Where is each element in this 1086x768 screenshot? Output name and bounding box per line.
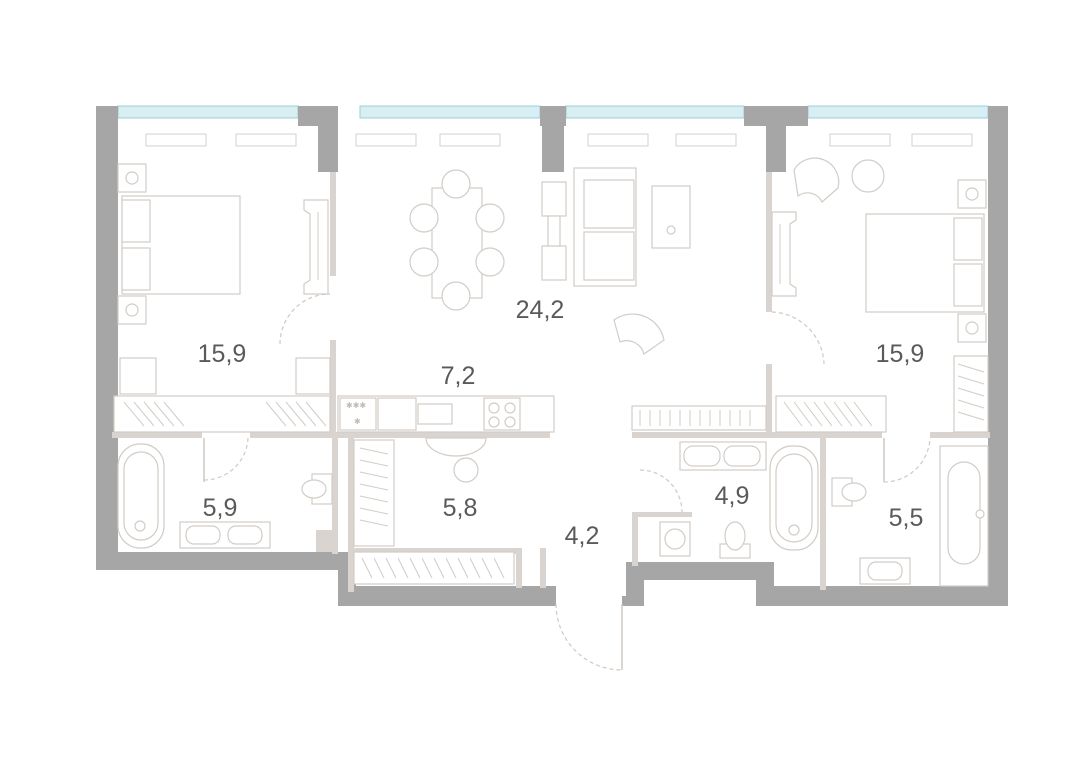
area-label-hallway: 4,2	[565, 522, 600, 550]
bathroom-middle-fixtures	[659, 441, 819, 559]
entrance-door-arc-icon	[555, 603, 623, 671]
mirror-icon	[303, 199, 329, 295]
hall-furniture	[353, 405, 767, 671]
shoe-rack-icon	[631, 405, 767, 431]
area-label-bedroom-left: 15,9	[198, 340, 247, 368]
area-label-living-room: 24,2	[516, 296, 565, 324]
area-label-bedroom-right: 15,9	[876, 340, 925, 368]
svg-text:✱✱✱: ✱✱✱	[346, 401, 366, 410]
wardrobe-icon	[953, 355, 989, 433]
wardrobe-icon	[119, 357, 157, 395]
bedroom-left-furniture	[113, 163, 331, 433]
area-label-bathroom-middle: 4,9	[715, 482, 750, 510]
storage-shelf-icon	[353, 439, 395, 547]
living-room-furniture	[409, 167, 691, 355]
door-arc-icon	[203, 437, 249, 481]
door-arc-icon	[639, 469, 683, 513]
tv-stand-icon	[547, 215, 561, 247]
area-labels: 15,9 24,2 7,2 15,9 5,9 5,8 4,2 4,9 5,5	[198, 296, 925, 550]
outer-walls	[96, 106, 1008, 606]
round-table-icon	[851, 159, 885, 193]
armchair-icon	[613, 313, 665, 355]
bathroom-right-fixtures	[831, 437, 989, 587]
partitions	[112, 172, 990, 592]
area-label-bathroom-left: 5,9	[203, 494, 238, 522]
radiators	[145, 133, 973, 147]
bar-stool-icon	[425, 437, 487, 457]
wardrobe-rail-icon	[353, 551, 515, 585]
area-label-bathroom-right: 5,5	[889, 504, 924, 532]
svg-text:✱: ✱	[354, 417, 361, 426]
closet-icon	[113, 395, 331, 433]
door-arc-icon	[883, 437, 931, 483]
fridge-icon	[339, 397, 377, 431]
sink-icon	[417, 403, 453, 425]
bathroom-left-fixtures	[117, 437, 333, 549]
mirror-icon	[771, 211, 797, 297]
cooktop-icon	[483, 397, 521, 431]
door-arc-icon	[279, 293, 331, 345]
bedroom-right-furniture	[771, 157, 989, 433]
dining-table-icon	[431, 187, 483, 299]
side-table-icon	[541, 181, 567, 217]
area-label-wardrobe: 5,8	[443, 494, 478, 522]
armchair-icon	[793, 157, 840, 203]
area-label-kitchen: 7,2	[441, 362, 476, 390]
kitchen-furniture: ✱✱✱ ✱	[337, 395, 555, 483]
coffee-table-icon	[651, 185, 691, 249]
door-arc-icon	[771, 311, 825, 365]
